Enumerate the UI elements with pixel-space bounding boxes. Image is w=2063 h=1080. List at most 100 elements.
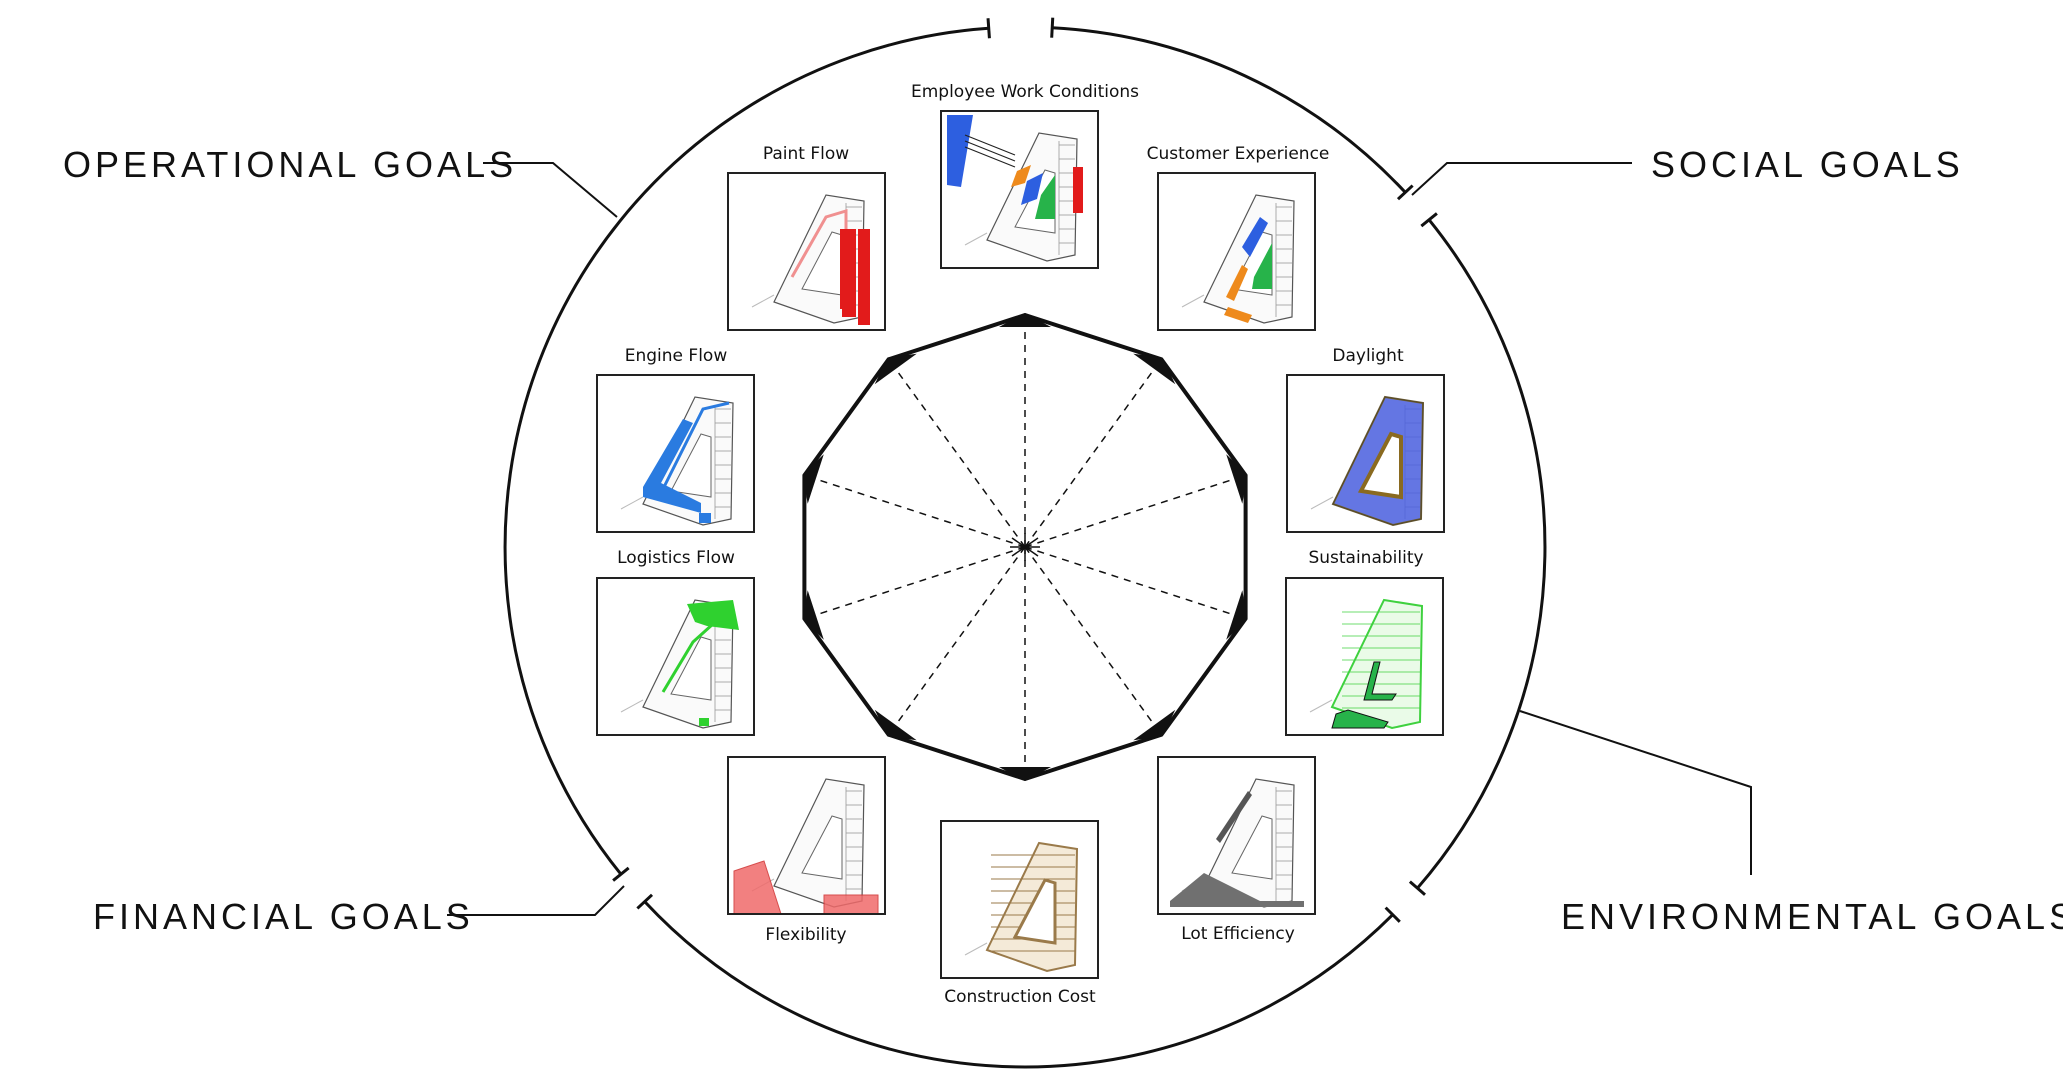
vertex-mark [1226,454,1248,504]
courtyard [1357,431,1403,500]
vertex-mark [1133,353,1176,385]
ring-tick [1384,906,1401,923]
highlight-zone [1363,661,1397,701]
tile-employee-work-conditions[interactable]: Employee Work Conditions [911,82,1139,269]
highlight-zone [842,305,856,317]
daylight-floorplan-icon [1310,395,1425,527]
highlight-zone [1170,873,1304,907]
radar-spoke [1024,474,1246,548]
floorplan [733,778,879,913]
financial-goals-label: FINANCIAL GOALS [93,896,474,937]
courtyard [1012,878,1057,945]
ring-tick [1396,184,1414,201]
highlight-zone [858,229,870,325]
courtyard [670,636,712,701]
highlight-zone [1242,217,1268,257]
site-line [964,942,988,956]
floorplan [751,194,870,325]
flow-path [661,620,732,693]
floorplan [1170,778,1304,908]
paint-flow-floorplan-icon [751,194,870,325]
highlight-zone [1252,243,1272,289]
logistics-flow-floorplan-icon [620,599,739,729]
tile-engine-flow[interactable]: Engine Flow [596,346,755,533]
site-line [620,699,644,713]
leader-environmental [1519,710,1752,875]
tile-label-lot-efficiency: Lot Efficiency [1181,924,1295,944]
floorplan [620,599,739,729]
tile-daylight[interactable]: Daylight [1286,346,1445,533]
tile-label-employee-work-conditions: Employee Work Conditions [911,82,1139,102]
construction-cost-floorplan-icon [964,841,1079,973]
vertex-mark [802,454,824,504]
ring-tick [986,18,991,39]
tile-paint-flow[interactable]: Paint Flow [727,144,886,331]
radar-spoke [1024,546,1246,620]
sustainability-floorplan-icon [1309,598,1424,730]
radar-spoke [804,474,1026,548]
ring-segment-environmental [1416,218,1547,890]
highlight-zone [1331,709,1389,729]
highlight-zone [699,513,711,523]
ring-segment-operational [503,26,989,876]
courtyard [670,433,712,498]
ring-segment-bottom [643,900,1394,1069]
site-line [1181,294,1205,308]
environmental-goals-label: ENVIRONMENTAL GOALS [1561,896,2063,937]
floorplan [964,841,1079,973]
highlight-zone [1073,167,1083,213]
site-line [620,496,644,510]
courtyard [1231,815,1273,880]
vertex-mark [999,767,1051,781]
site-line [964,232,988,246]
highlight-zone [643,419,701,513]
tile-lot-efficiency[interactable]: Lot Efficiency [1157,756,1316,944]
link-line [964,134,1016,156]
engine-flow-floorplan-icon [620,396,734,526]
ring-tick [1408,880,1426,896]
highlight-zone [1011,165,1031,187]
vertex-mark [802,590,824,640]
tile-logistics-flow[interactable]: Logistics Flow [596,548,755,736]
vertex-mark [999,313,1051,327]
ring-tick [1420,212,1438,228]
site-line [1309,699,1333,713]
outer-ring [503,17,1547,1069]
tile-label-engine-flow: Engine Flow [625,346,728,366]
radar-spoke [804,546,1026,620]
ring-segment-social [1052,26,1407,194]
flow-path [661,401,730,490]
radar-spoke [888,358,1026,548]
floorplan [1309,598,1424,730]
ring-tick [1050,17,1055,38]
center-mark-icon [1010,533,1040,561]
link-line [964,146,1016,168]
highlight-zone [733,860,782,913]
tile-construction-cost[interactable]: Construction Cost [940,820,1099,1007]
highlight-zone [840,229,856,309]
tile-flexibility[interactable]: Flexibility [727,756,886,945]
floorplan [620,396,734,526]
tile-label-logistics-flow: Logistics Flow [617,548,735,568]
site-line [751,294,775,308]
employee-work-conditions-floorplan-icon [947,115,1083,262]
tile-label-paint-flow: Paint Flow [763,144,849,164]
tile-label-sustainability: Sustainability [1308,548,1423,568]
highlight-zone [1216,791,1252,843]
radar-decagon [802,313,1248,781]
tile-label-construction-cost: Construction Cost [944,987,1096,1007]
tile-customer-experience[interactable]: Customer Experience [1147,144,1330,331]
lot-efficiency-floorplan-icon [1170,778,1304,908]
tile-label-daylight: Daylight [1332,346,1404,366]
site-line [1310,496,1334,510]
tile-sustainability[interactable]: Sustainability [1285,548,1444,736]
highlight-zone [699,718,709,726]
leader-operational [483,162,618,218]
highlight-zone [947,115,973,187]
ring-tick [636,893,654,910]
social-goals-label: SOCIAL GOALS [1651,144,1964,185]
radar-spoke [1024,546,1162,736]
radar-vertex-marks [802,313,1248,781]
leader-social [1411,162,1632,196]
